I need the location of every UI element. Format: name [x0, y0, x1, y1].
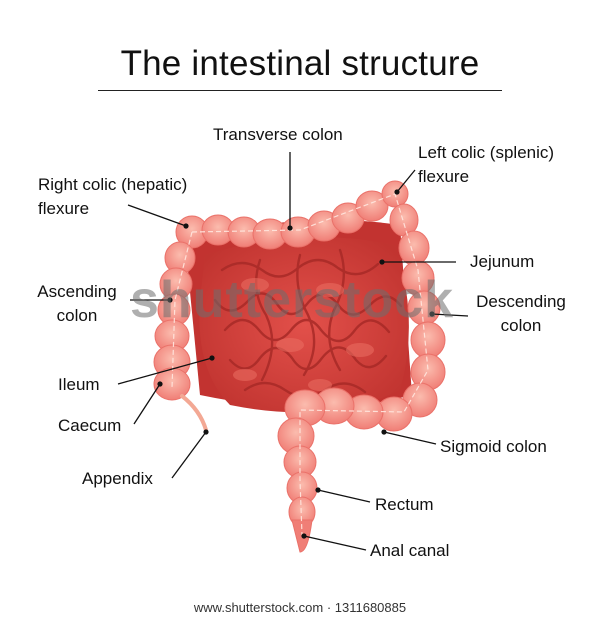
label-descending-line2: colon — [500, 316, 542, 335]
label-descending-line1: Descending — [476, 292, 566, 311]
label-descending-colon: Descending colon — [466, 290, 576, 338]
label-right-colic-flexure: Right colic (hepatic) flexure — [38, 173, 187, 221]
small-intestine — [199, 237, 409, 413]
label-anal-canal: Anal canal — [370, 541, 450, 560]
label-ascending-colon: Ascending colon — [28, 280, 126, 328]
label-caecum: Caecum — [58, 416, 122, 435]
appendix-shape — [180, 394, 208, 432]
label-ileum: Ileum — [58, 375, 100, 394]
label-left-colic-line1: Left colic (splenic) — [418, 143, 555, 162]
colon-centerline — [171, 193, 429, 536]
title-underline — [98, 90, 502, 91]
footer-bar — [0, 584, 600, 620]
label-transverse-colon: Transverse colon — [213, 125, 343, 144]
label-right-colic-line1: Right colic (hepatic) — [38, 175, 188, 194]
page-title: The intestinal structure — [120, 44, 480, 83]
label-left-colic-line2: flexure — [418, 167, 470, 186]
label-left-colic-flexure: Left colic (splenic) flexure — [418, 141, 554, 189]
footer-credit: www.shutterstock.com · 1311680885 — [193, 600, 407, 615]
label-ascending-line2: colon — [56, 306, 98, 325]
label-rectum: Rectum — [375, 495, 434, 514]
leader-lines — [117, 152, 469, 551]
label-ascending-line1: Ascending — [37, 282, 117, 301]
label-right-colic-line2: flexure — [38, 199, 90, 218]
label-jejunum: Jejunum — [470, 252, 535, 271]
leader-dots — [157, 189, 435, 539]
label-sigmoid-colon: Sigmoid colon — [440, 437, 547, 456]
label-appendix: Appendix — [82, 469, 153, 488]
